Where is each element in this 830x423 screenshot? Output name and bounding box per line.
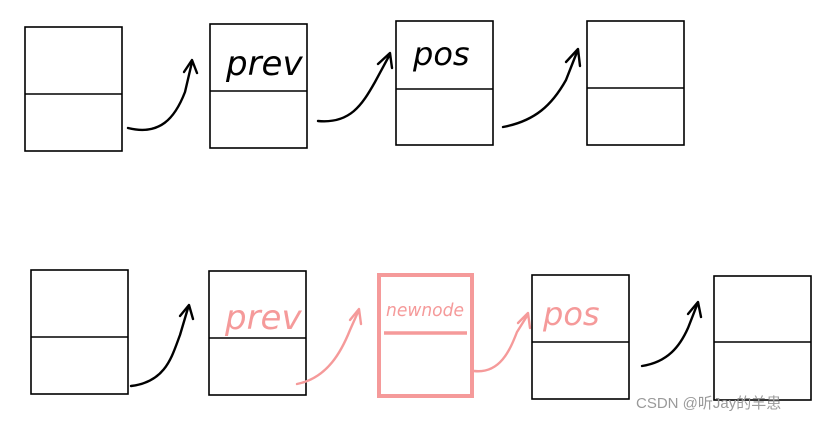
watermark: CSDN @听Jay的羊患: [636, 395, 782, 412]
bottom-node-1: [30, 269, 129, 395]
bottom-node-prev: prev: [208, 270, 307, 396]
top-node-1: [24, 26, 123, 152]
bottom-node-prev-label: prev: [224, 298, 302, 338]
top-node-prev: prev: [209, 23, 308, 149]
bottom-node-pos: pos: [531, 274, 630, 400]
top-node-pos: pos: [395, 20, 494, 146]
top-arrow-3: [501, 50, 579, 129]
top-node-prev-label: prev: [225, 44, 303, 84]
top-arrowhead-2: [376, 51, 394, 70]
bottom-arrow-2: [295, 310, 360, 386]
top-node-4: [586, 20, 685, 146]
bottom-arrow-4: [640, 303, 699, 368]
top-arrowhead-3: [564, 47, 582, 68]
top-arrow-2: [316, 54, 391, 123]
bottom-arrow-1: [129, 306, 190, 388]
bottom-node-5: [713, 275, 812, 401]
top-node-pos-label: pos: [412, 35, 470, 73]
bottom-arrowhead-2: [348, 307, 363, 326]
bottom-node-newnode-label: newnode: [386, 300, 464, 321]
bottom-node-newnode: newnode: [377, 273, 474, 398]
bottom-node-pos-label: pos: [542, 295, 600, 333]
bottom-arrowhead-3: [516, 311, 532, 330]
bottom-arrowhead-1: [178, 303, 195, 321]
top-arrow-1: [126, 60, 194, 132]
bottom-arrow-3: [472, 314, 529, 373]
bottom-arrowhead-4: [686, 300, 703, 319]
top-arrowhead-1: [182, 58, 199, 75]
